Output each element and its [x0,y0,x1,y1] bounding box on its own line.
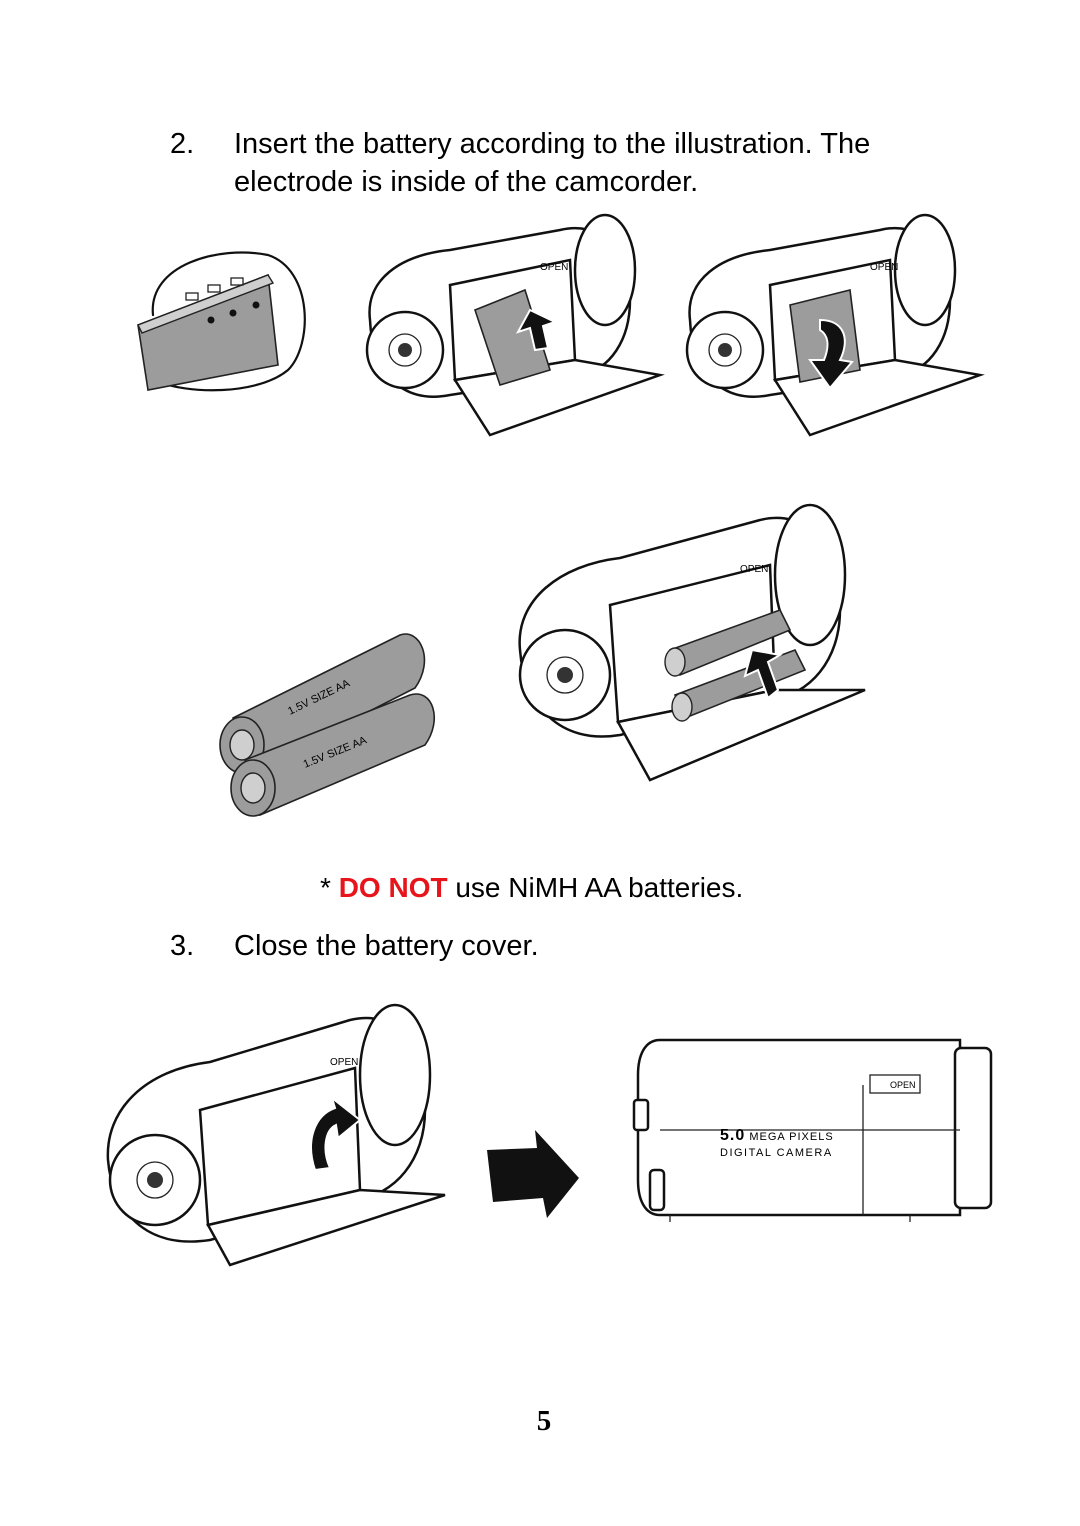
next-step-arrow-icon [487,1130,579,1218]
camcorder-push-battery-illustration: OPEN [685,213,985,437]
aa-battery-bottom: 1.5V SIZE AA [230,693,435,817]
camcorder-insert-aa-illustration: OPEN [518,503,866,782]
door-label-2: OPEN [870,262,898,273]
page-number: 5 [536,1405,552,1437]
closed-camera-illustration: OPEN 5.0 MEGA PIXELS DIGITAL CAMERA [630,1030,995,1230]
warning-highlight: DO NOT [338,872,448,903]
aa-battery-top: 1.5V SIZE AA [219,633,426,774]
door-label-1: OPEN [540,262,568,273]
warning-rest: use NiMH AA batteries. [447,872,744,903]
door-label-5: OPEN [890,1080,916,1090]
step-3-number: 3. [170,930,195,962]
mega-pixels-label: 5.0 MEGA PIXELS [720,1127,834,1145]
camcorder-insert-battery-illustration: OPEN [365,213,665,437]
step-2-number: 2. [170,128,195,160]
door-label-3: OPEN [740,564,768,575]
mega-pixels-value: 5.0 [720,1127,746,1144]
step-2-line-2: electrode is inside of the camcorder. [234,166,699,198]
camcorder-close-cover-illustration: OPEN [106,1003,446,1267]
nimh-warning: * DO NOT use NiMH AA batteries. [320,872,920,906]
step-2-line-1: Insert the battery according to the illu… [234,128,871,160]
step-2: 2. Insert the battery according to the i… [170,125,970,205]
step-2-text: Insert the battery according to the illu… [234,125,934,201]
step-3: 3. Close the battery cover. [170,927,970,967]
mega-pixels-text: MEGA PIXELS [749,1131,834,1143]
step-3-text: Close the battery cover. [234,930,539,962]
warning-prefix: * [320,872,339,903]
digital-camera-label: DIGITAL CAMERA [720,1147,833,1159]
aa-batteries-illustration: 1.5V SIZE AA 1.5V SIZE AA [219,633,435,817]
door-label-4: OPEN [330,1057,358,1068]
battery-electrode-closeup-illustration [137,251,306,392]
